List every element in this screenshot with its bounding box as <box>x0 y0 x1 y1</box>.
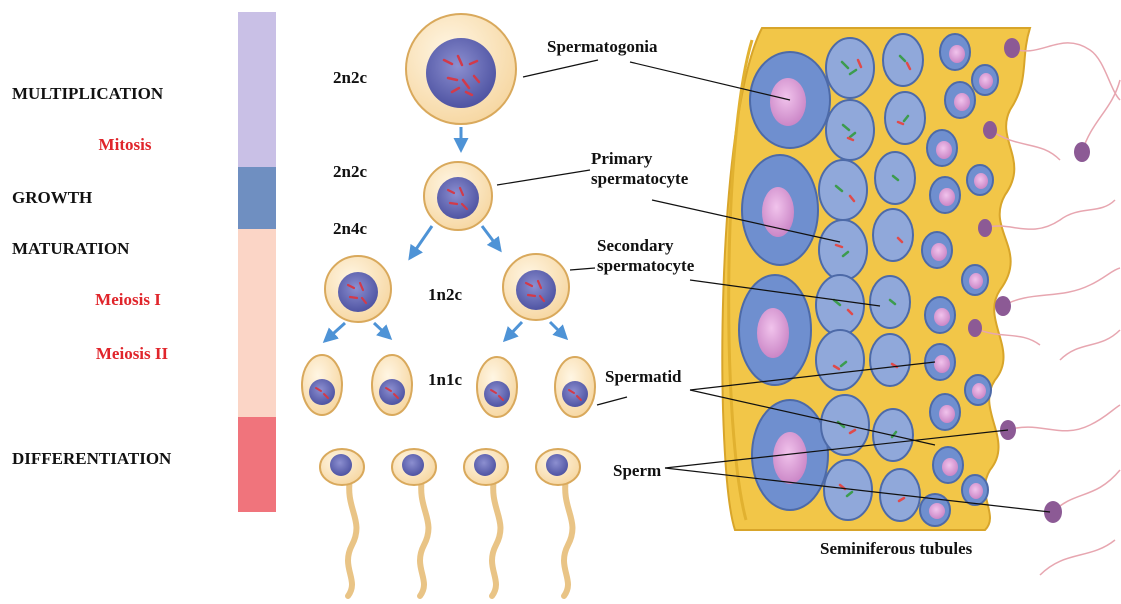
spermatid-1 <box>302 355 342 415</box>
label-seminiferous-tubules: Seminiferous tubules <box>820 539 973 558</box>
phase-bar-maturation <box>238 229 276 417</box>
ploidy-after-s-phase: 2n4c <box>333 219 367 238</box>
label-primary-line2: spermatocyte <box>591 169 689 188</box>
phase-label-meiosis-2: Meiosis II <box>96 344 169 363</box>
arrow-spermatid-3 <box>505 322 522 340</box>
ploidy-spermatid: 1n1c <box>428 370 462 389</box>
sperm-1 <box>320 449 364 596</box>
phase-bar-differentiation <box>238 417 276 512</box>
phase-bar-multiplication <box>238 12 276 167</box>
arrow-to-secondary-right <box>482 226 500 250</box>
arrow-spermatid-2 <box>374 323 390 338</box>
leader-spermatogonia-left <box>523 60 598 77</box>
label-secondary-line1: Secondary <box>597 236 674 255</box>
seminiferous-tubule <box>722 28 1120 575</box>
sperm-4 <box>536 449 580 596</box>
secondary-spermatocyte-left <box>325 256 391 322</box>
label-primary-line1: Primary <box>591 149 653 168</box>
phase-label-meiosis-1: Meiosis I <box>95 290 161 309</box>
phase-bar <box>238 12 276 512</box>
sperm-3 <box>464 449 508 596</box>
label-sperm: Sperm <box>613 461 661 480</box>
phase-label-maturation: MATURATION <box>12 239 130 258</box>
label-spermatid: Spermatid <box>605 367 682 386</box>
leader-primary-left <box>497 170 590 185</box>
spermatogonium-cell <box>406 14 516 124</box>
secondary-spermatocyte-right <box>503 254 569 320</box>
label-spermatogonia: Spermatogonia <box>547 37 658 56</box>
arrow-to-secondary-left <box>410 226 432 258</box>
phase-label-differentiation: DIFFERENTIATION <box>12 449 172 468</box>
phase-bar-growth <box>238 167 276 229</box>
ploidy-spermatogonia: 2n2c <box>333 68 367 87</box>
phase-label-mitosis: Mitosis <box>99 135 152 154</box>
ploidy-primary: 2n2c <box>333 162 367 181</box>
arrow-spermatid-1 <box>325 323 345 341</box>
leader-secondary-left <box>570 268 595 270</box>
sperm-2 <box>392 449 436 596</box>
phase-label-growth: GROWTH <box>12 188 92 207</box>
label-secondary-line2: spermatocyte <box>597 256 695 275</box>
primary-spermatocyte-cell <box>424 162 492 230</box>
ploidy-secondary: 1n2c <box>428 285 462 304</box>
spermatid-3 <box>477 357 517 417</box>
spermatid-2 <box>372 355 412 415</box>
leader-spermatid-left <box>597 397 627 405</box>
spermatid-4 <box>555 357 595 417</box>
phase-label-multiplication: MULTIPLICATION <box>12 84 164 103</box>
sperm-cells <box>320 449 580 596</box>
arrow-spermatid-4 <box>550 322 566 338</box>
